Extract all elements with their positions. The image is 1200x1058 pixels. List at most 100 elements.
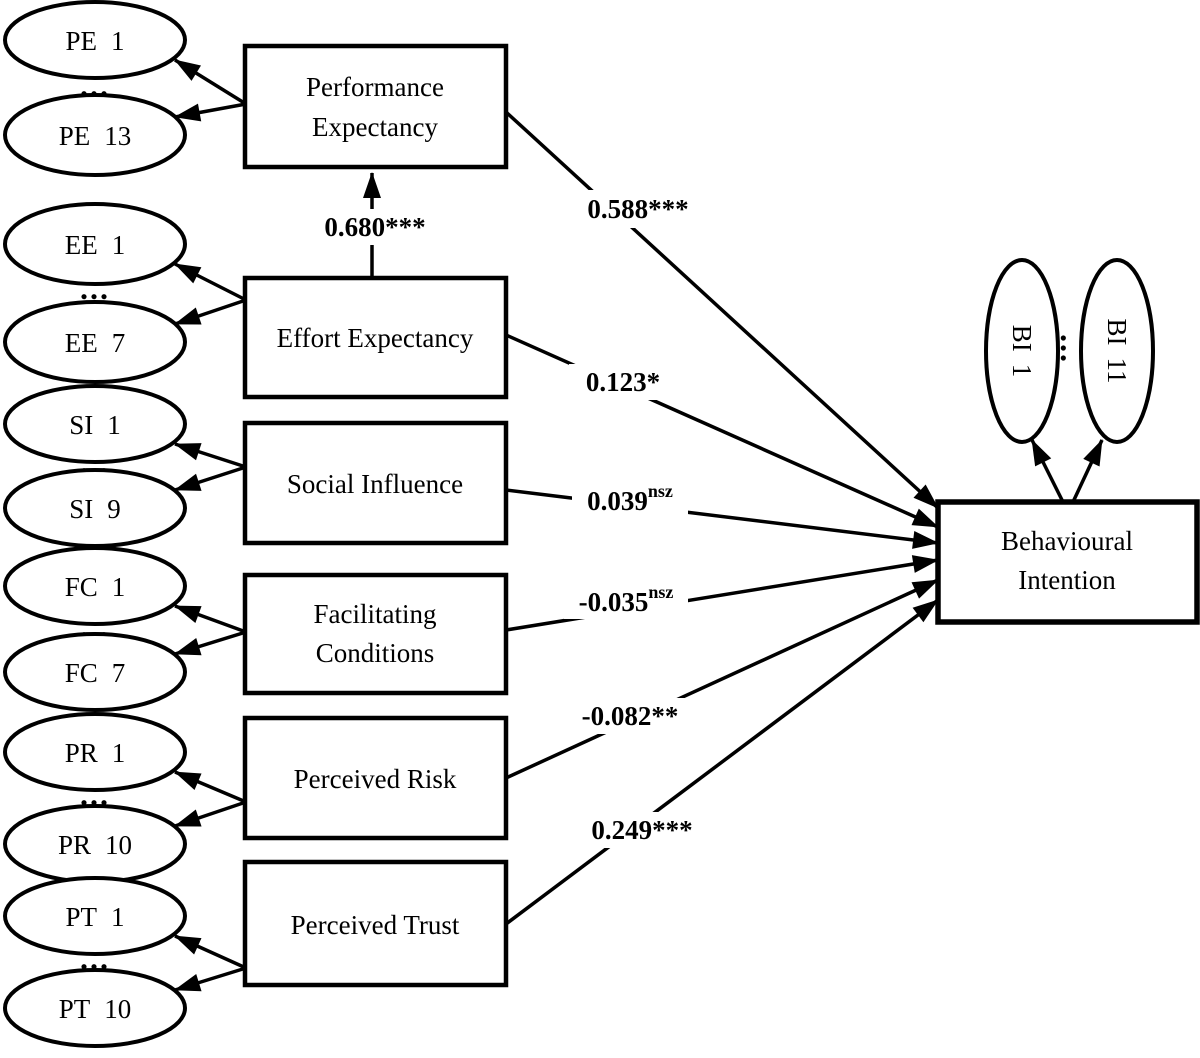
indicator-code: FC [65,658,98,688]
indicator-code: PE [65,26,97,56]
indicator-number: 1 [1007,364,1037,378]
label-backdrop [569,364,677,400]
arrow-pr-to-pr1 [174,770,247,804]
coefficient-value: -0.035 [579,587,649,617]
indicator-ellipse-fc7 [3,632,187,712]
indicator-number: 11 [1102,358,1132,384]
indicator-ellipse-pr1 [3,712,187,792]
construct-label: Behavioural [1001,526,1133,556]
indicator-ellipse-ee7 [3,300,187,384]
indicator-label-ee1: EE 1 [65,230,126,260]
indicator-number: 1 [111,26,125,56]
path-pt-to-bi [504,598,940,926]
label-backdrop [568,698,692,734]
significance-marker: nsz [648,481,673,501]
arrow-fc-to-fc7 [174,630,247,656]
coefficient-si-bi: 0.039nsz [587,481,673,516]
indicator-ellipsis-ee: ... [80,270,110,306]
indicator-ellipse-ee1 [3,202,187,286]
indicator-number: 1 [112,738,126,768]
indicator-code: EE [65,328,98,358]
coefficient-pr-bi: -0.082** [582,701,679,731]
outcome-construct: Behavioural Intention BI1 ... BI11 [935,258,1200,625]
indicator-ellipse-si9 [3,468,187,548]
indicator-label-si1: SI 1 [69,410,121,440]
construct-box-behavioural-intention [935,499,1200,625]
indicator-label-fc1: FC 1 [65,572,126,602]
label-backdrop [576,190,700,228]
significance-marker: nsz [648,582,673,602]
indicator-ellipse-si1 [3,384,187,464]
arrow-si-to-si1 [174,442,247,469]
arrow-pe-to-pe13 [174,102,247,122]
coefficient-value: 0.588 [587,194,648,224]
indicator-code: PR [58,830,91,860]
construct-label: Expectancy [312,112,438,142]
construct-box-facilitating-conditions [242,572,509,696]
coefficient-value: 0.680 [324,212,385,242]
arrow-si-to-si9 [174,465,247,492]
construct-box-effort-expectancy [242,275,509,400]
arrow-pr-to-pr10 [174,800,247,828]
indicator-number: 13 [104,121,131,151]
indicator-label-bi11: BI 11 [1102,319,1132,384]
significance-marker: *** [648,194,689,224]
indicator-number: 1 [112,572,126,602]
path-pe-to-bi [504,110,940,510]
significance-marker: * [647,367,661,397]
arrow-pt-to-pt10 [174,966,247,992]
construct-label: Social Influence [287,469,463,499]
indicator-label-bi1: BI1 [1007,325,1037,378]
indicator-number: 10 [104,994,131,1024]
indicator-label-pe1: PE 1 [65,26,124,56]
indicator-label-pt1: PT 1 [65,902,124,932]
indicator-code: SI [69,410,93,440]
indicator-number: 1 [112,230,126,260]
construct-label: Intention [1018,565,1116,595]
indicator-code: BI [1102,319,1132,346]
arrow-pt-to-pt1 [174,934,247,970]
label-backdrop [580,812,704,848]
construct-box-perceived-trust [242,859,509,988]
coefficient-value: 0.123 [586,367,647,397]
coefficient-value: 0.039 [587,486,648,516]
outcome-loading-arrows [1030,439,1104,503]
coefficient-fc-bi: -0.035nsz [579,582,674,617]
construct-label: Perceived Risk [294,764,457,794]
indicator-label-pr1: PR 1 [65,738,126,768]
label-backdrop [313,209,437,245]
construct-label: Performance [306,72,444,102]
indicator-code: PE [59,121,91,151]
construct-label: Conditions [316,638,435,668]
indicator-code: PT [65,902,97,932]
indicator-ellipse-bi11 [1079,258,1155,444]
arrow-bi-to-bi11 [1071,439,1104,503]
label-backdrop [572,484,688,518]
indicator-ellipse-bi1 [984,258,1060,444]
indicator-number: 7 [112,328,126,358]
path-pr-to-bi [505,578,939,780]
indicator-number: 1 [111,902,125,932]
indicator-code: FC [65,572,98,602]
indicator-number: 9 [107,494,121,524]
indicator-ellipse-pe13 [3,93,187,177]
indicator-number: 1 [107,410,121,440]
indicator-label-pe13: PE 13 [59,121,132,151]
indicator-label-ee7: EE 7 [65,328,126,358]
construct-boxes: Performance Expectancy Effort Expectancy… [242,43,509,988]
path-coefficients: 0.588*** 0.123* 0.039nsz -0.035nsz -0.08… [313,190,704,848]
label-backdrop [564,585,688,619]
indicator-code: EE [65,230,98,260]
coefficient-pe-bi: 0.588*** [587,194,688,224]
indicator-ellipse-pt1 [3,876,187,956]
construct-box-perceived-risk [242,715,509,841]
arrow-ee-to-ee7 [174,298,247,326]
indicator-code: PR [65,738,98,768]
indicator-ellipse-pr10 [3,804,187,884]
